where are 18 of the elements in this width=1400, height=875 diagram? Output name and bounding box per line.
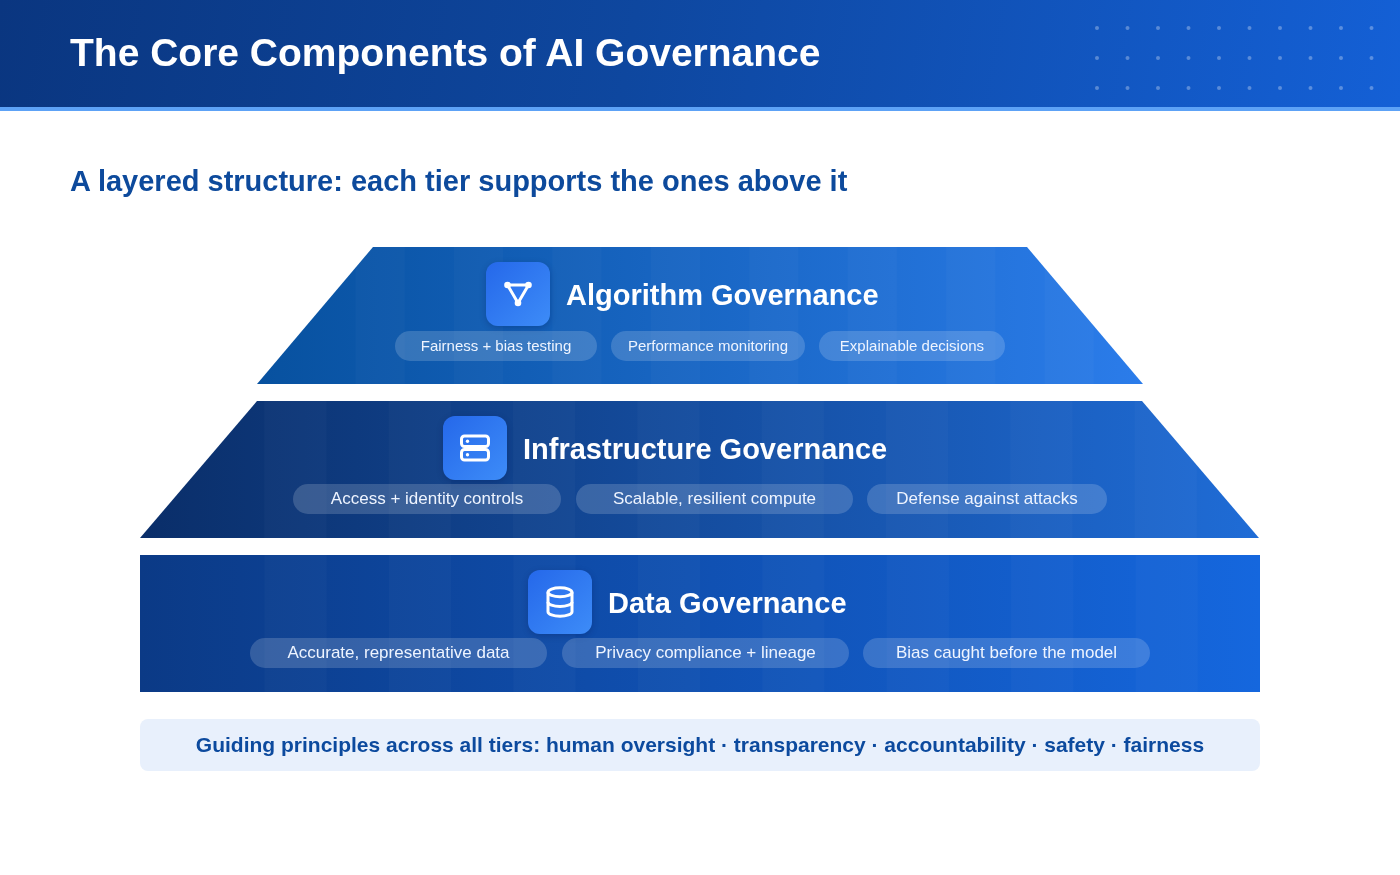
tier-title: Infrastructure Governance [523, 432, 888, 466]
feature-tag: Bias caught before the model [863, 638, 1150, 668]
feature-tag: Accurate, representative data [250, 638, 547, 668]
feature-tag: Explainable decisions [819, 331, 1005, 361]
base-tier [140, 555, 1260, 692]
feature-tag: Access + identity controls [293, 484, 561, 514]
feature-tag: Fairness + bias testing [395, 331, 597, 361]
principles-banner: Guiding principles across all tiers: human oversight · transparency · accountability · safety · fairness [140, 719, 1260, 771]
feature-tag: Scalable, resilient compute [576, 484, 853, 514]
page-title: The Core Components of AI Governance [70, 30, 821, 76]
subtitle: A layered structure: each tier supports the ones above it [70, 164, 848, 199]
tier-title: Algorithm Governance [566, 278, 879, 312]
feature-tag: Privacy compliance + lineage [562, 638, 849, 668]
feature-tag: Defense against attacks [867, 484, 1107, 514]
tier-title: Data Governance [608, 586, 847, 620]
feature-tag: Performance monitoring [611, 331, 805, 361]
trapezoid-tier [257, 247, 1143, 384]
trapezoid-tier [140, 401, 1259, 538]
